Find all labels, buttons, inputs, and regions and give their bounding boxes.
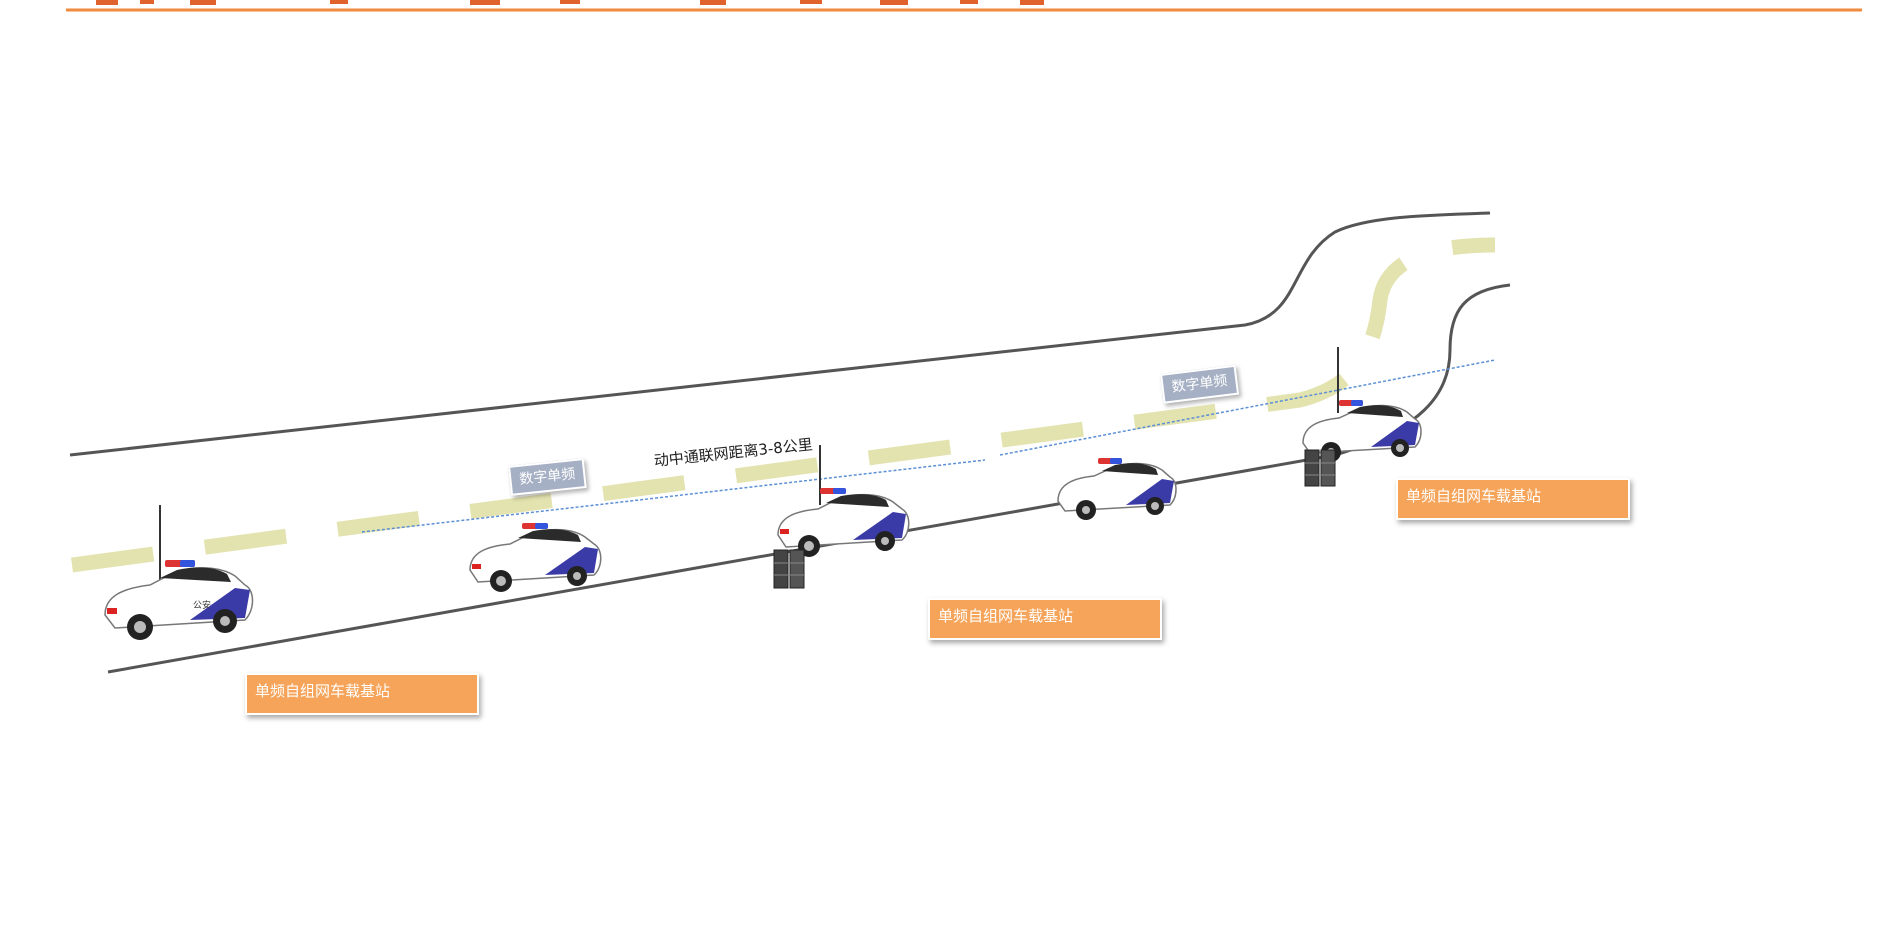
link-line-1 xyxy=(361,459,986,533)
car-door-text: 公安 xyxy=(193,599,211,611)
base-station-label-3: 单频自组网车载基站 xyxy=(1396,478,1630,520)
header-cutoff-text xyxy=(96,0,1044,5)
base-station-label-1: 单频自组网车载基站 xyxy=(245,673,479,715)
radio-equipment xyxy=(1304,449,1336,487)
police-car-2 xyxy=(469,523,602,592)
link-line-2 xyxy=(999,359,1496,456)
radio-equipment xyxy=(773,549,805,589)
lane-center-dashes xyxy=(71,237,1496,573)
road-lower-edge xyxy=(107,283,1511,674)
police-car-3 xyxy=(773,445,910,589)
police-car-1: 公安 xyxy=(104,505,254,640)
base-station-label-2: 单频自组网车载基站 xyxy=(928,598,1162,640)
police-car-4 xyxy=(1057,458,1177,520)
road-upper-edge xyxy=(69,211,1491,457)
police-car-5 xyxy=(1302,347,1422,487)
